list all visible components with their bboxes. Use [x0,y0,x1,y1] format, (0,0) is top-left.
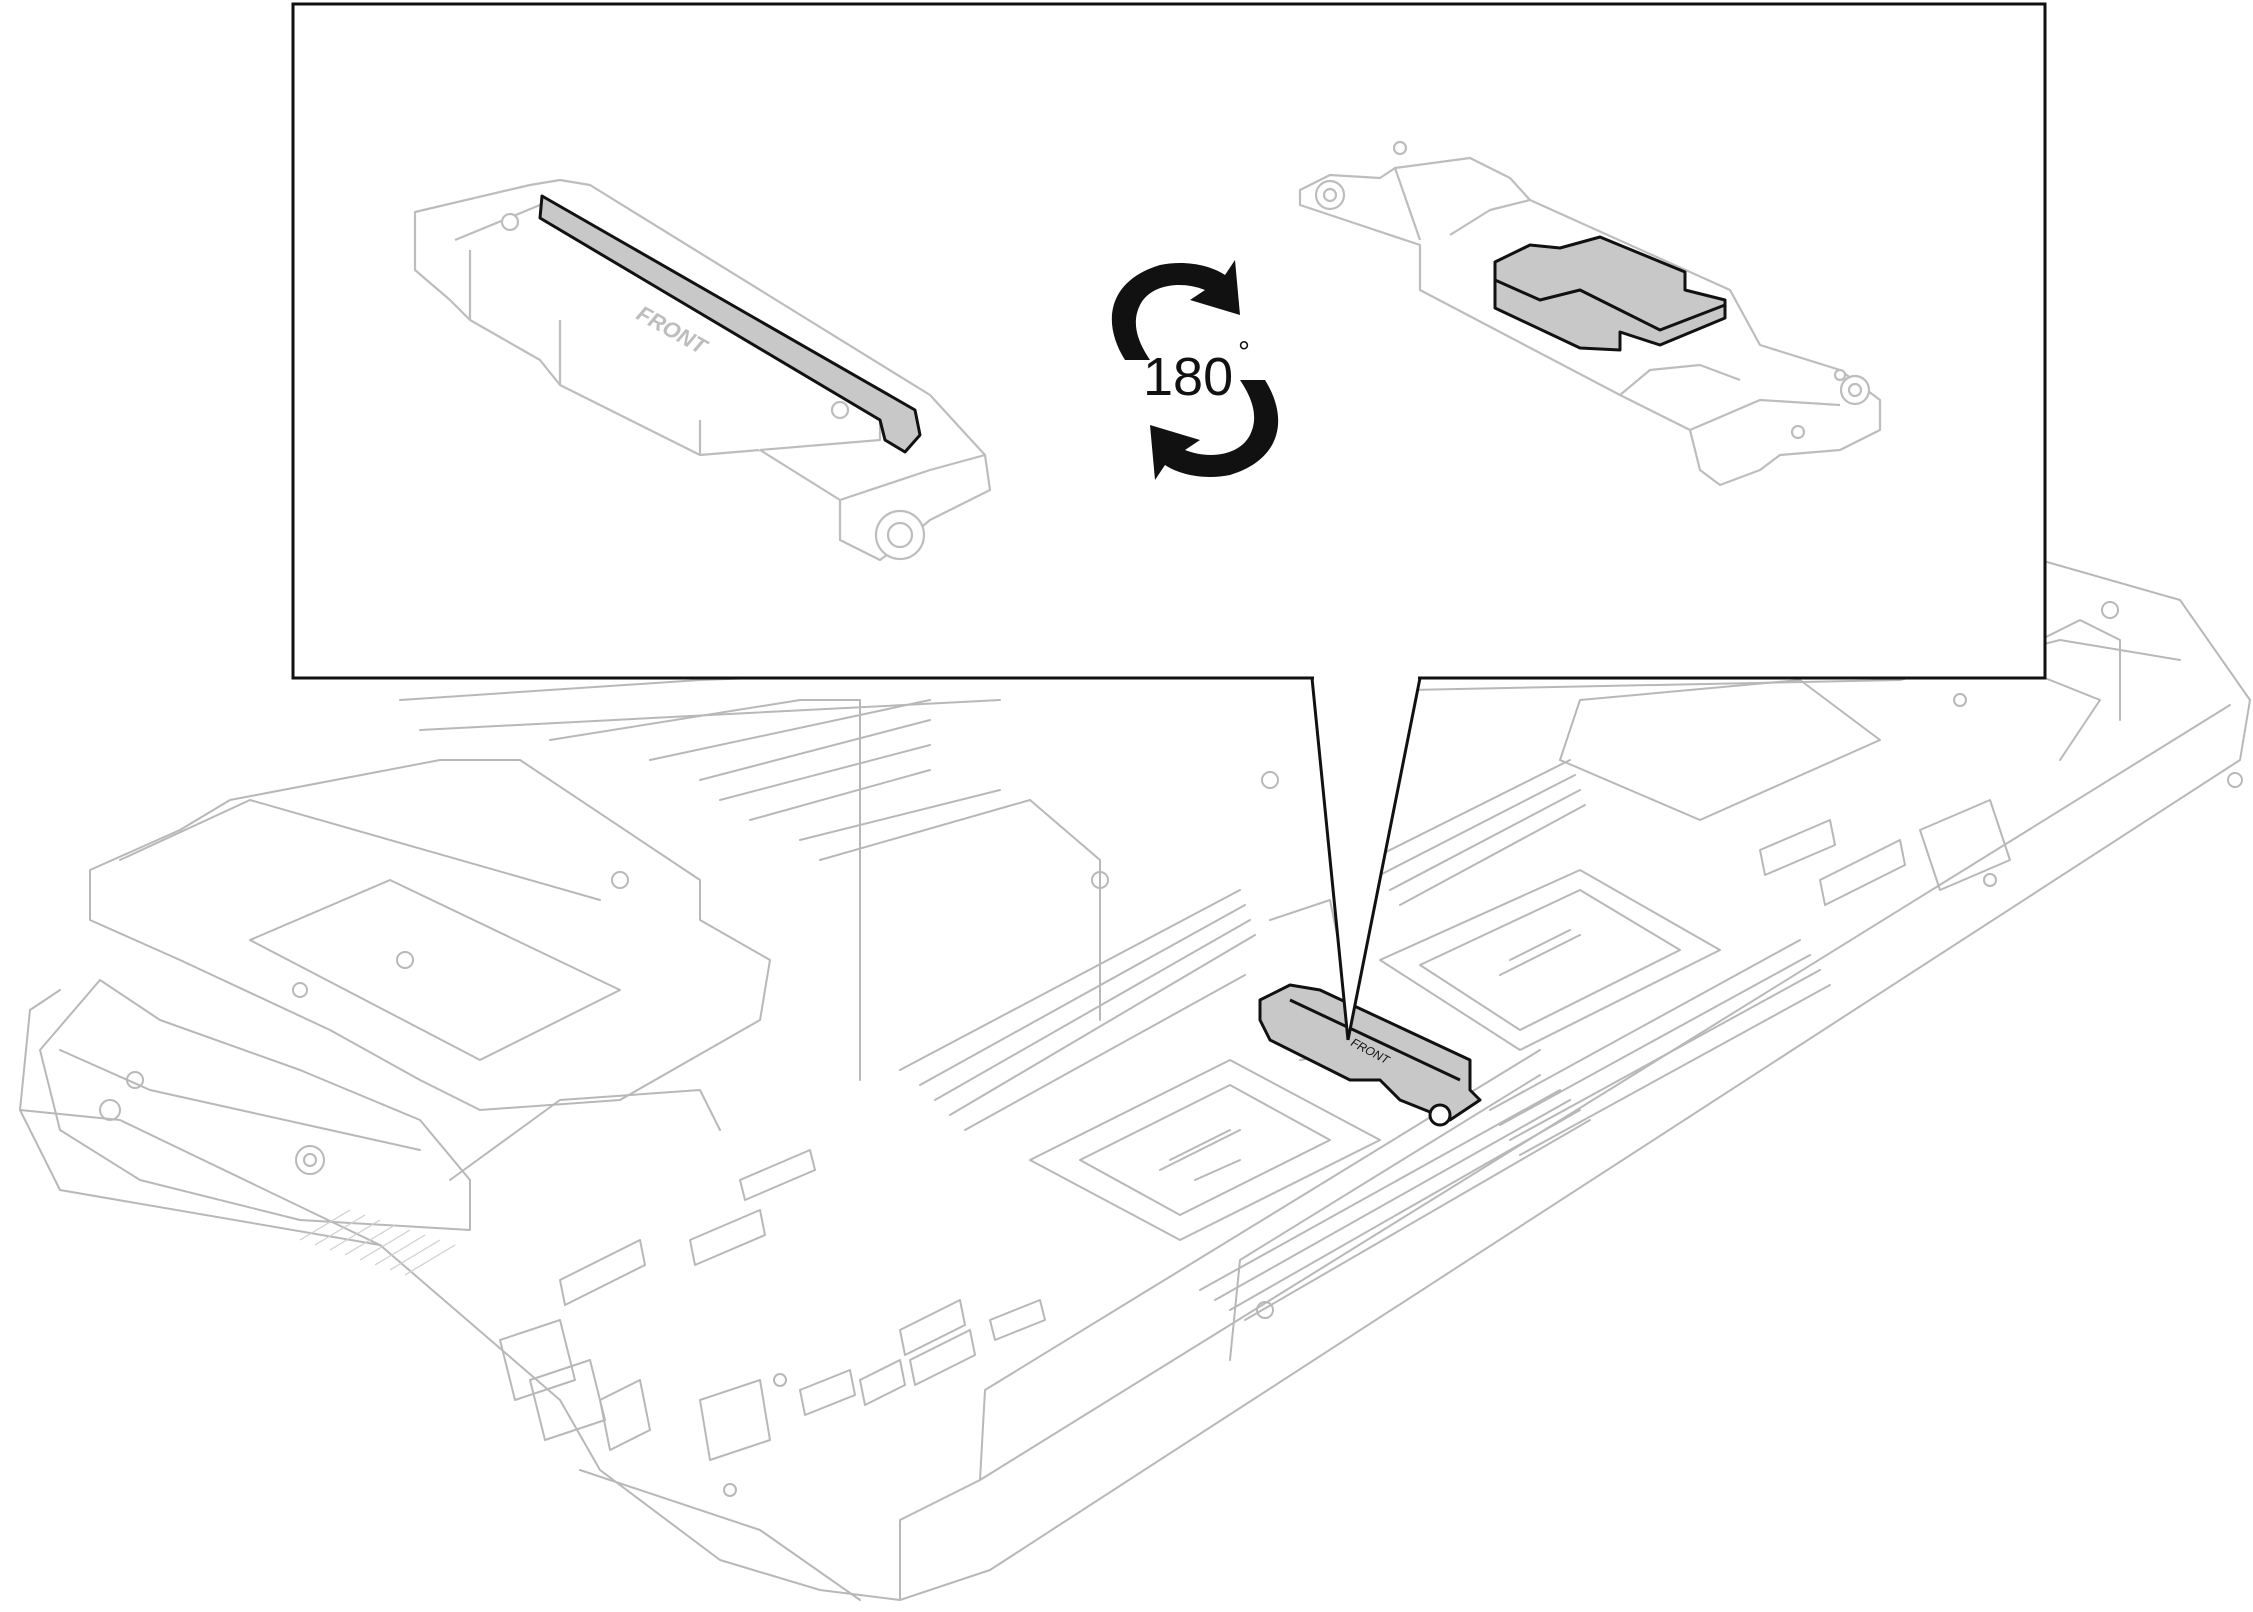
server-tray [19,559,2251,1601]
degree-symbol: ° [1238,336,1250,369]
bracket-front-view: FRONT [413,178,992,562]
bracket-rotated-view [1298,140,1882,487]
cpu-socket-2 [1379,869,1721,1051]
callout-box [291,2,2047,1041]
rotation-label: 180 [1143,347,1233,407]
installed-bracket: FRONT [1258,983,1482,1127]
rotate-180-icon: 180 ° [1111,260,1279,480]
cpu-socket-1 [1029,1059,1381,1241]
